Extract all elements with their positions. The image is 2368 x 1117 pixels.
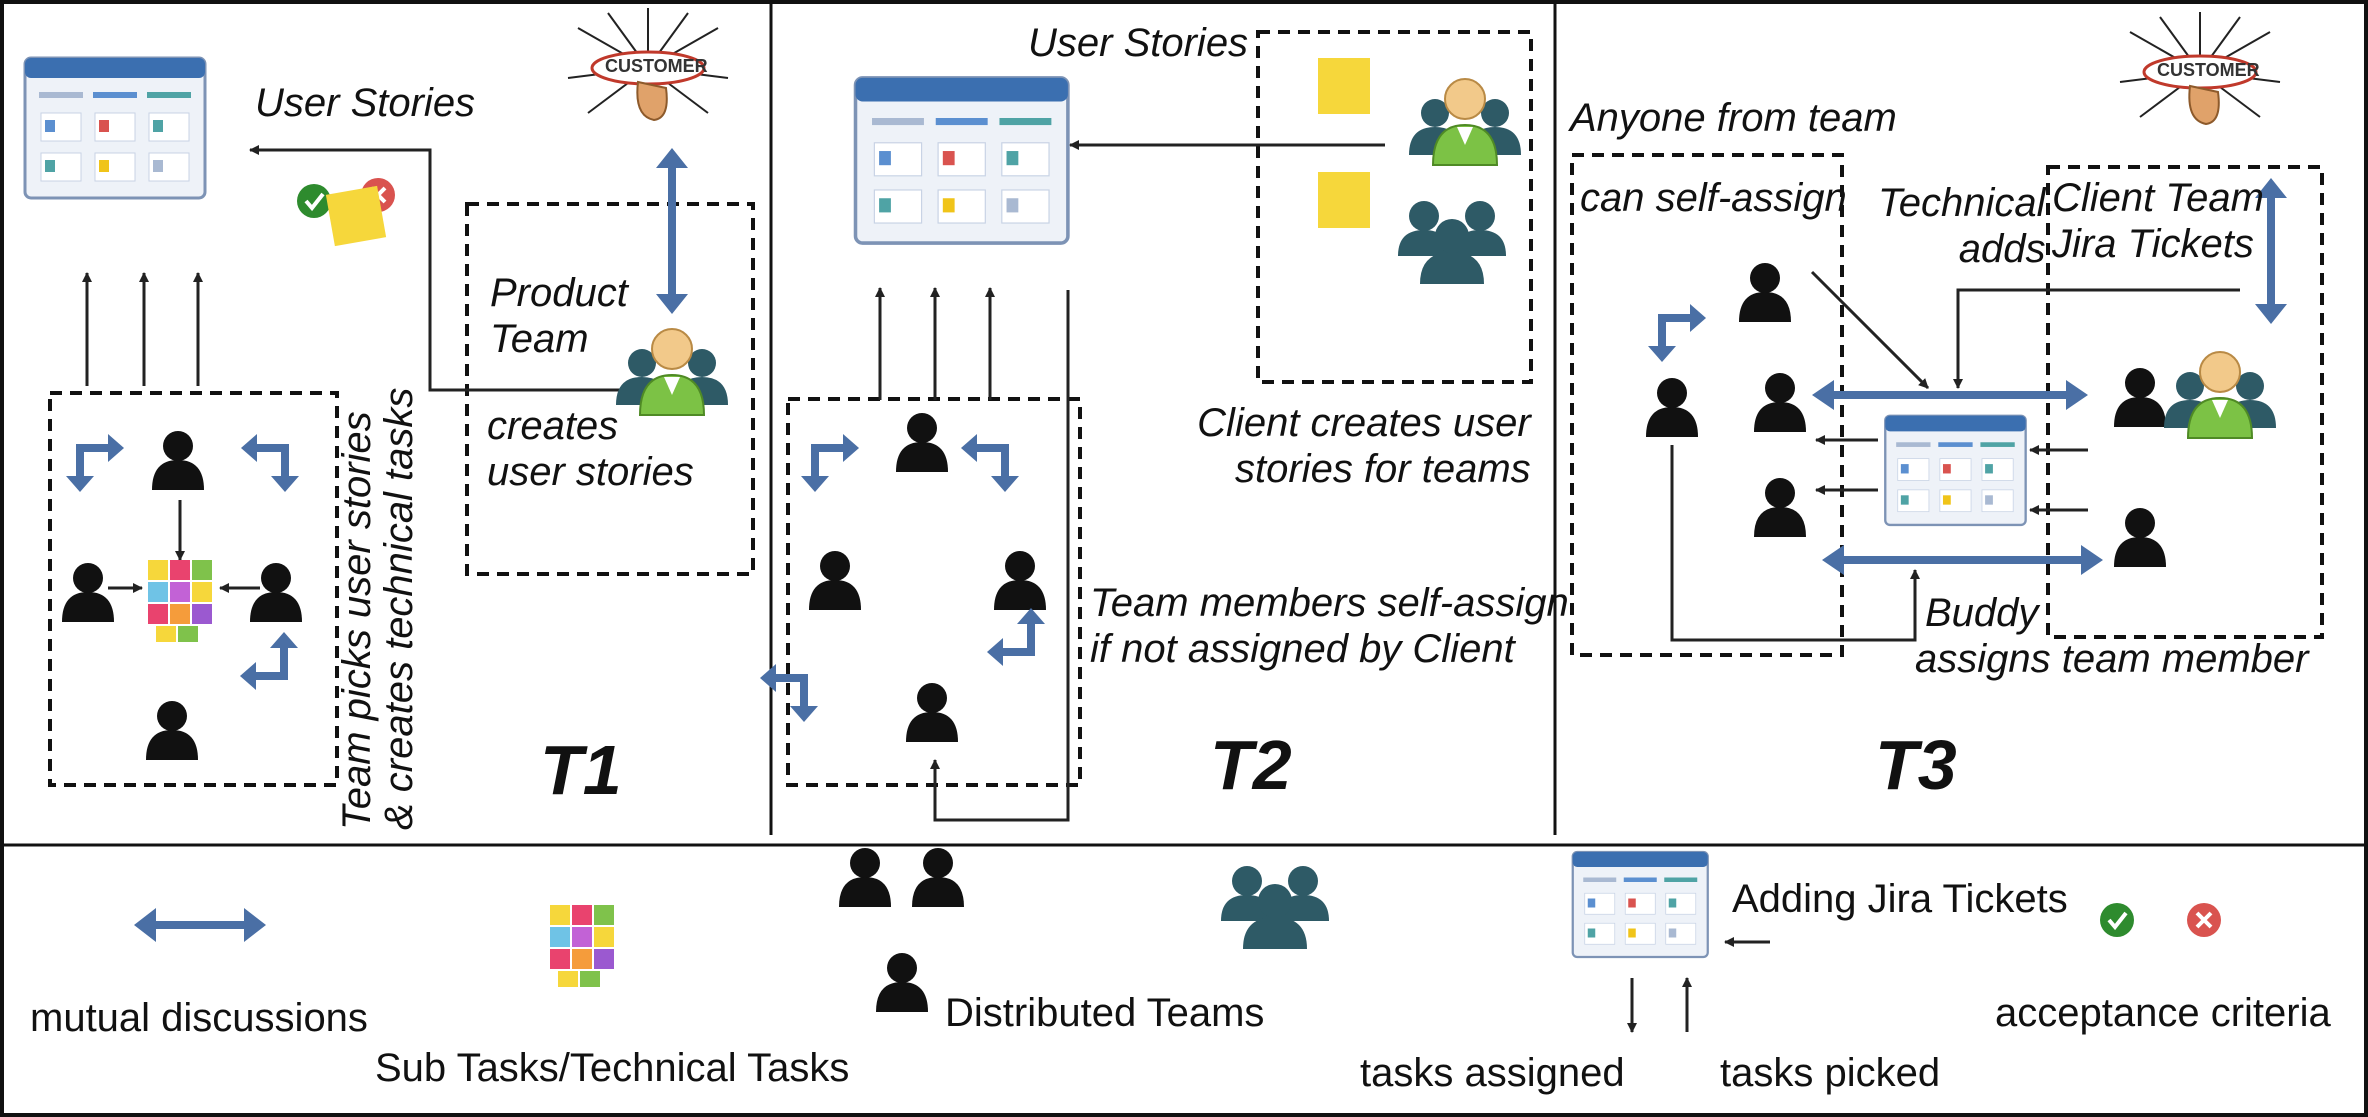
t2-client-creates-line2: stories for teams <box>1235 447 1531 491</box>
t1-team-picks-line2: & creates technical tasks <box>377 387 421 830</box>
t2-client-icon <box>1408 78 1522 166</box>
legend-adding-jira-label: Adding Jira Tickets <box>1732 877 2068 921</box>
t2-team-icon <box>1398 201 1506 284</box>
legend-cross-icon <box>2185 901 2223 939</box>
legend-distributed-team-icon <box>912 848 964 907</box>
t3-client-icon <box>2163 351 2277 439</box>
legend-distributed-label: Distributed Teams <box>945 991 1265 1035</box>
t1-check-icon <box>295 182 333 220</box>
t2-panel <box>760 30 1533 822</box>
t1-team-label: Team <box>490 317 589 361</box>
t3-buddy-line: Buddy <box>1925 591 2039 635</box>
t2-discussion-arrow-icon <box>987 608 1045 666</box>
t2-jira-board-icon <box>853 76 1070 245</box>
t2-self-assign-line1: Team members self-assign <box>1090 581 1569 625</box>
t3-buddy-icon <box>2114 368 2166 427</box>
legend-team-icon <box>1221 866 1329 949</box>
t3-team-member-icon <box>1646 378 1698 437</box>
t2-client-creates-line1: Client creates user <box>1197 401 1531 445</box>
t2-title: T2 <box>1210 726 1292 804</box>
t3-client-team-label: Client Team Jira Tickets <box>2052 175 2264 267</box>
t3-title: T3 <box>1875 726 1957 804</box>
t1-product-label: Product <box>490 271 628 315</box>
t2-user-stories-label: User Stories <box>1028 21 1249 65</box>
legend-distributed-team-icon <box>876 953 928 1012</box>
t3-team-member-icon <box>1754 373 1806 432</box>
t2-story-note <box>1318 58 1370 114</box>
legend-check-icon <box>2098 901 2136 939</box>
t1-product-team-label: Product Team <box>490 270 628 362</box>
t2-team-member-icon <box>994 551 1046 610</box>
t1-team-member-icon <box>250 563 302 622</box>
t1-creates-line: creates <box>487 404 619 448</box>
t2-client-creates-label: Client creates user stories for teams <box>1195 400 1531 492</box>
t3-self-assign-arrow-icon <box>1648 304 1706 362</box>
t1-story-note <box>325 185 387 247</box>
legend-sticky-notes-icon <box>550 905 614 987</box>
t3-customer-label: CUSTOMER <box>2157 60 2260 80</box>
t1-user-stories-line: user stories <box>487 450 694 494</box>
t2-self-assign-label: Team members self-assign if not assigned… <box>1090 580 1569 672</box>
t1-team-member-icon <box>62 563 114 622</box>
t1-team-box <box>48 391 339 787</box>
t3-team-box <box>1570 153 1844 657</box>
t3-buddy-label: Buddy assigns team member <box>1915 590 2308 682</box>
legend-mutual-label: mutual discussions <box>30 996 368 1040</box>
t1-team-member-icon <box>146 701 198 760</box>
t2-self-assign-line2: if not assigned by Client <box>1090 627 1515 671</box>
t1-creates-label: creates user stories <box>487 403 694 495</box>
t1-team-picks-line1: Team picks user stories <box>335 411 379 830</box>
t1-team-member-icon <box>152 431 204 490</box>
t1-discussion-arrow-icon <box>241 434 299 492</box>
t2-discussion-arrow-icon <box>961 434 1019 492</box>
t3-team-member-icon <box>1754 478 1806 537</box>
t3-technical-line: Technical <box>1878 181 2046 225</box>
t3-client-team-line: Client Team <box>2052 176 2264 220</box>
t2-story-note <box>1318 172 1370 228</box>
t1-discussion-arrow-icon <box>240 632 298 690</box>
t1-jira-board-icon <box>23 56 207 200</box>
t1-panel <box>23 6 755 787</box>
t3-client-box <box>2046 165 2324 639</box>
t2-client-box <box>1256 30 1533 384</box>
t3-team-member-icon <box>1739 263 1791 322</box>
t1-sticky-notes-icon <box>148 560 212 642</box>
t2-team-member-icon <box>906 683 958 742</box>
legend-tasks-assigned-label: tasks assigned <box>1360 1051 1625 1095</box>
t1-title: T1 <box>540 731 622 809</box>
t1-user-stories-label: User Stories <box>255 81 476 125</box>
legend-acceptance-label: acceptance criteria <box>1995 991 2331 1035</box>
t3-panel <box>1570 10 2324 657</box>
t3-jira-tickets-line: Jira Tickets <box>2052 222 2254 266</box>
t3-buddy-icon <box>2114 508 2166 567</box>
t3-anyone-label: Anyone from team <box>1570 96 1897 140</box>
t3-assigns-line: assigns team member <box>1915 637 2309 681</box>
t1-discussion-arrow-icon <box>66 434 124 492</box>
t3-technical-adds-label: Technical adds <box>1878 180 2046 272</box>
t1-customer-label: CUSTOMER <box>605 56 708 76</box>
t2-team-member-icon <box>896 413 948 472</box>
t2-team-member-icon <box>809 551 861 610</box>
t3-jira-board-icon <box>1884 414 2027 527</box>
t2-discussion-arrow-icon <box>801 434 859 492</box>
legend <box>134 848 2223 1033</box>
t3-can-self-assign-label: can self-assign <box>1580 176 1847 220</box>
legend-tasks-picked-label: tasks picked <box>1720 1051 1941 1095</box>
legend-distributed-team-icon <box>839 848 891 907</box>
legend-jira-board-icon <box>1571 850 1709 959</box>
legend-subtasks-label: Sub Tasks/Technical Tasks <box>375 1046 850 1090</box>
t1-team-picks-label: Team picks user stories & creates techni… <box>335 387 421 830</box>
t3-adds-line: adds <box>1958 227 2046 271</box>
